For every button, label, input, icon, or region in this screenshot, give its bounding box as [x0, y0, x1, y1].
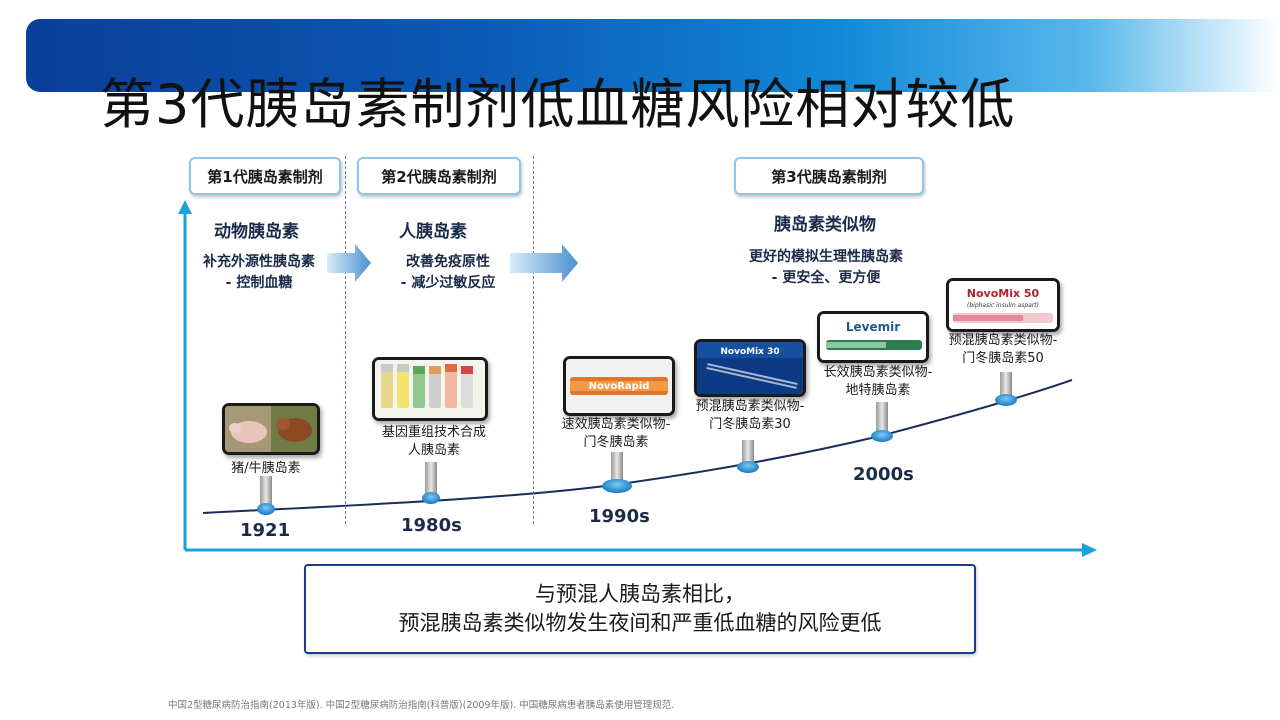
- novorapid-logo-text: NovoRapid: [589, 381, 650, 392]
- node-novorapid: [602, 479, 632, 493]
- y-axis-arrowhead: [178, 200, 192, 214]
- trend-curve: [202, 379, 1073, 514]
- insulin-analogue-desc-line1: 更好的模拟生理性胰岛素: [749, 249, 903, 265]
- divider-gen1-gen2: [345, 156, 346, 524]
- human-insulin-desc-line2: - 减少过敏反应: [400, 275, 496, 291]
- gen2-box: 第2代胰岛素制剂: [357, 157, 521, 195]
- stem-1921: [260, 476, 272, 508]
- progress-arrow-1: [327, 244, 371, 282]
- novorapid-pen-image: NovoRapid: [566, 359, 672, 413]
- x-axis-arrowhead: [1082, 543, 1097, 557]
- node-levemir: [871, 430, 893, 442]
- novomix30-photo: NovoMix 30: [694, 339, 806, 397]
- node-novomix30: [737, 461, 759, 473]
- product-label-novomix30-line1: 预混胰岛素类似物-: [695, 399, 805, 414]
- stem-novomix50: [1000, 372, 1012, 400]
- novomix50-pen-image: NovoMix 50 (biphasic insulin aspart): [949, 281, 1057, 329]
- levemir-photo: Levemir: [817, 311, 929, 363]
- product-label-novorapid: 速效胰岛素类似物- 门冬胰岛素: [546, 416, 686, 452]
- gen3-box: 第3代胰岛素制剂: [734, 157, 924, 195]
- animal-insulin-desc-line1: 补充外源性胰岛素: [203, 254, 315, 270]
- animal-insulin-desc-line2: - 控制血糖: [225, 275, 293, 291]
- insulin-analogue-desc: 更好的模拟生理性胰岛素 - 更安全、更方便: [733, 247, 919, 289]
- human-insulin-vials-photo: [372, 357, 488, 421]
- stem-1980s: [425, 462, 437, 498]
- stem-novomix30: [742, 440, 754, 466]
- product-label-animal: 猪/牛胰岛素: [214, 460, 318, 478]
- animal-photo: [222, 403, 320, 455]
- product-label-levemir-line2: 地特胰岛素: [845, 383, 911, 398]
- novomix30-logo-text: NovoMix 30: [720, 347, 779, 357]
- conclusion-callout: 与预混人胰岛素相比， 预混胰岛素类似物发生夜间和严重低血糖的风险更低: [304, 564, 976, 654]
- gen1-box: 第1代胰岛素制剂: [189, 157, 341, 195]
- product-label-novorapid-line2: 门冬胰岛素: [583, 435, 649, 450]
- vials-image: [375, 360, 485, 418]
- product-label-levemir-line1: 长效胰岛素类似物-: [823, 365, 933, 380]
- novomix50-photo: NovoMix 50 (biphasic insulin aspart): [946, 278, 1060, 332]
- stem-novorapid: [611, 452, 623, 484]
- progress-arrow-2: [510, 244, 578, 282]
- product-label-novomix50-line1: 预混胰岛素类似物-: [948, 333, 1058, 348]
- novomix30-pen-image: NovoMix 30: [697, 342, 803, 394]
- product-label-animal-line1: 猪/牛胰岛素: [231, 461, 301, 476]
- product-label-levemir: 长效胰岛素类似物- 地特胰岛素: [808, 364, 948, 400]
- product-label-human-line1: 基因重组技术合成: [381, 425, 486, 440]
- product-label-novomix30-line2: 门冬胰岛素30: [709, 417, 791, 432]
- human-insulin-desc-line1: 改善免疫原性: [406, 254, 490, 270]
- footnote: 中国2型糖尿病防治指南(2013年版). 中国2型糖尿病防治指南(科普版)(20…: [168, 700, 675, 711]
- animal-insulin-desc: 补充外源性胰岛素 - 控制血糖: [193, 252, 325, 294]
- product-label-novomix30: 预混胰岛素类似物- 门冬胰岛素30: [680, 398, 820, 434]
- node-1980s: [422, 492, 440, 504]
- node-1921: [257, 503, 275, 515]
- page-title: 第3代胰岛素制剂低血糖风险相对较低: [100, 73, 1016, 136]
- levemir-pen-image: Levemir: [820, 314, 926, 360]
- node-novomix50: [995, 394, 1017, 406]
- animal-insulin-heading: 动物胰岛素: [214, 222, 299, 242]
- insulin-analogue-desc-line2: - 更安全、更方便: [771, 270, 881, 286]
- year-1990s: 1990s: [589, 506, 650, 527]
- levemir-logo-text: Levemir: [846, 320, 900, 334]
- product-label-novomix50-line2: 门冬胰岛素50: [962, 351, 1044, 366]
- novomix50-sub-text: (biphasic insulin aspart): [967, 302, 1039, 309]
- year-2000s: 2000s: [853, 464, 914, 485]
- product-label-novomix50: 预混胰岛素类似物- 门冬胰岛素50: [933, 332, 1073, 368]
- novorapid-photo: NovoRapid: [563, 356, 675, 416]
- product-label-human-line2: 人胰岛素: [407, 443, 460, 458]
- year-1980s: 1980s: [401, 515, 462, 536]
- product-label-human: 基因重组技术合成 人胰岛素: [366, 424, 502, 460]
- callout-line2: 预混胰岛素类似物发生夜间和严重低血糖的风险更低: [398, 611, 882, 635]
- product-label-novorapid-line1: 速效胰岛素类似物-: [561, 417, 671, 432]
- callout-line1: 与预混人胰岛素相比，: [535, 582, 745, 606]
- human-insulin-heading: 人胰岛素: [399, 222, 467, 242]
- header-banner: [26, 19, 1280, 92]
- pig-cow-image: [225, 406, 317, 452]
- human-insulin-desc: 改善免疫原性 - 减少过敏反应: [388, 252, 508, 294]
- novomix50-logo-text: NovoMix 50: [967, 287, 1040, 300]
- divider-gen2-gen3: [533, 156, 534, 524]
- stem-levemir: [876, 402, 888, 436]
- insulin-analogue-heading: 胰岛素类似物: [774, 215, 876, 235]
- year-1921: 1921: [240, 520, 291, 541]
